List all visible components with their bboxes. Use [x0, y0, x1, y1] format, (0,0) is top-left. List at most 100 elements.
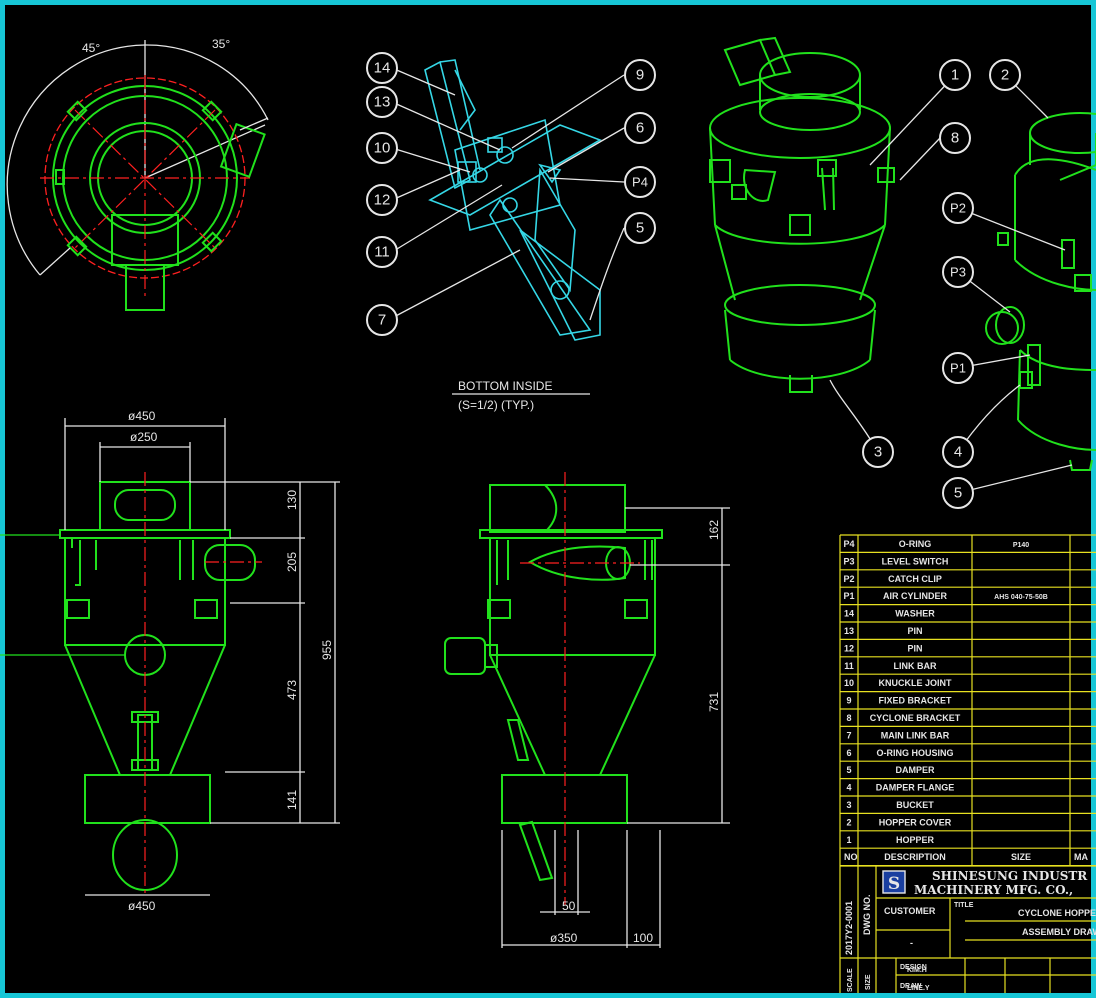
angle-right-label: 35° — [212, 37, 230, 51]
balloon-iso-3: 3 — [874, 444, 882, 461]
parts-row-no: P2 — [843, 574, 854, 584]
parts-row-desc: WASHER — [895, 609, 935, 619]
dim-h3: 473 — [285, 680, 299, 700]
balloon-10: 10 — [374, 140, 391, 157]
angle-arc-left — [6, 44, 146, 276]
parts-row-desc: KNUCKLE JOINT — [878, 678, 952, 688]
parts-header-desc: DESCRIPTION — [884, 852, 946, 862]
parts-row-no: 3 — [846, 800, 851, 810]
angle-left-label: 45° — [82, 41, 100, 55]
parts-row-desc: PIN — [907, 626, 922, 636]
dim-h2: 205 — [285, 552, 299, 572]
parts-row-desc: FIXED BRACKET — [878, 696, 952, 706]
parts-row-desc: LINK BAR — [894, 661, 937, 671]
iso-balloons: 1 2 8 P2 P3 P1 3 4 5 — [862, 59, 1021, 509]
balloon-5: 5 — [636, 220, 644, 237]
parts-header-mat: MA — [1074, 852, 1088, 862]
balloon-P4: P4 — [632, 175, 648, 190]
parts-row-desc: DAMPER — [895, 765, 935, 775]
iso-view-exploded — [985, 112, 1096, 471]
angle-arc-right — [144, 44, 269, 121]
customer-value: - — [910, 938, 913, 948]
parts-row-no: 13 — [844, 626, 854, 636]
side-elevation: 162 731 50 ø350 100 — [444, 472, 730, 948]
parts-row-no: 11 — [844, 661, 854, 671]
balloon-12: 12 — [374, 192, 391, 209]
dim-side-d1: 50 — [562, 899, 576, 913]
parts-row-desc: O-RING HOUSING — [876, 748, 953, 758]
dim-side-base: ø350 — [550, 931, 578, 945]
parts-row-no: 4 — [846, 783, 851, 793]
balloon-6: 6 — [636, 120, 644, 137]
parts-row-no: 1 — [846, 835, 851, 845]
balloon-9: 9 — [636, 67, 644, 84]
parts-row-no: 12 — [844, 643, 854, 653]
company-logo — [882, 870, 906, 894]
balloon-iso-2: 2 — [1001, 67, 1009, 84]
detail-view-bottom-inside: BOTTOM INSIDE (S=1/2) (TYP.) — [391, 59, 625, 412]
balloon-14: 14 — [374, 60, 391, 77]
dim-bottom-dia: ø450 — [128, 899, 156, 913]
draw-label: DRAW — [900, 983, 922, 990]
parts-row-no: P1 — [843, 591, 854, 601]
title-line1: CYCLONE HOPPE — [1018, 908, 1096, 918]
dim-top-dia: ø450 — [128, 409, 156, 423]
parts-row-desc: O-RING — [899, 539, 932, 549]
parts-row-size: AHS 040-75-50B — [994, 594, 1048, 601]
balloon-iso-P2: P2 — [950, 201, 966, 216]
size-label: SIZE — [865, 974, 872, 990]
customer-label: CUSTOMER — [884, 906, 936, 916]
draw-value: LINE.Y — [907, 985, 930, 992]
parts-row-no: 10 — [844, 678, 854, 688]
balloon-iso-8: 8 — [951, 130, 959, 147]
parts-row-desc: LEVEL SWITCH — [882, 556, 949, 566]
title-line2: ASSEMBLY DRAWING — [1022, 927, 1096, 937]
parts-row-no: 2 — [846, 817, 851, 827]
balloon-iso-P1: P1 — [950, 361, 966, 376]
parts-row-no: 6 — [846, 748, 851, 758]
balloon-iso-P3: P3 — [950, 265, 966, 280]
balloon-iso-1: 1 — [951, 67, 959, 84]
parts-row-desc: CYCLONE BRACKET — [870, 713, 961, 723]
balloon-iso-4: 4 — [954, 444, 962, 461]
dim-side-top: 162 — [707, 520, 721, 540]
parts-row-desc: BUCKET — [896, 800, 934, 810]
parts-row-desc: DAMPER FLANGE — [876, 783, 955, 793]
parts-row-desc: AIR CYLINDER — [883, 591, 948, 601]
balloon-iso-5: 5 — [954, 485, 962, 502]
iso-view-assembled — [709, 36, 895, 393]
parts-header-size: SIZE — [1011, 852, 1031, 862]
parts-row-desc: HOPPER — [896, 835, 935, 845]
title-block: S SHINESUNG INDUSTR MACHINERY MFG. CO., … — [840, 865, 1096, 993]
front-elevation: ø450 ø250 ø450 130 205 473 141 955 — [0, 409, 340, 913]
parts-row-no: 9 — [846, 696, 851, 706]
parts-row-desc: CATCH CLIP — [888, 574, 942, 584]
title-label: TITLE — [954, 902, 974, 909]
detail-scale: (S=1/2) (TYP.) — [458, 398, 534, 412]
design-value: KIM.H — [907, 967, 927, 974]
parts-row-desc: PIN — [907, 643, 922, 653]
dim-side-offset: 100 — [633, 931, 653, 945]
company-logo-letter: S — [888, 874, 900, 894]
parts-row-desc: HOPPER COVER — [879, 817, 952, 827]
parts-row-size: P140 — [1013, 542, 1029, 549]
parts-row-no: 14 — [844, 609, 854, 619]
parts-row-no: P3 — [843, 556, 854, 566]
scale-label: SCALE — [847, 968, 854, 992]
parts-row-no: P4 — [843, 539, 854, 549]
detail-title: BOTTOM INSIDE — [458, 379, 552, 393]
parts-row-no: 8 — [846, 713, 851, 723]
balloon-11: 11 — [374, 244, 390, 261]
dwg-no-label: DWG NO. — [862, 895, 872, 936]
drawing-number: 2017Y2-0001 — [844, 901, 854, 955]
dim-inlet-dia: ø250 — [130, 430, 158, 444]
detail-balloons: 14 13 10 12 11 7 9 6 P4 5 — [366, 52, 656, 336]
balloon-13: 13 — [374, 94, 391, 111]
dim-total: 955 — [320, 640, 334, 660]
balloon-7: 7 — [378, 312, 386, 329]
dim-side-height: 731 — [707, 692, 721, 712]
dim-h1: 130 — [285, 490, 299, 510]
parts-row-desc: MAIN LINK BAR — [881, 730, 950, 740]
